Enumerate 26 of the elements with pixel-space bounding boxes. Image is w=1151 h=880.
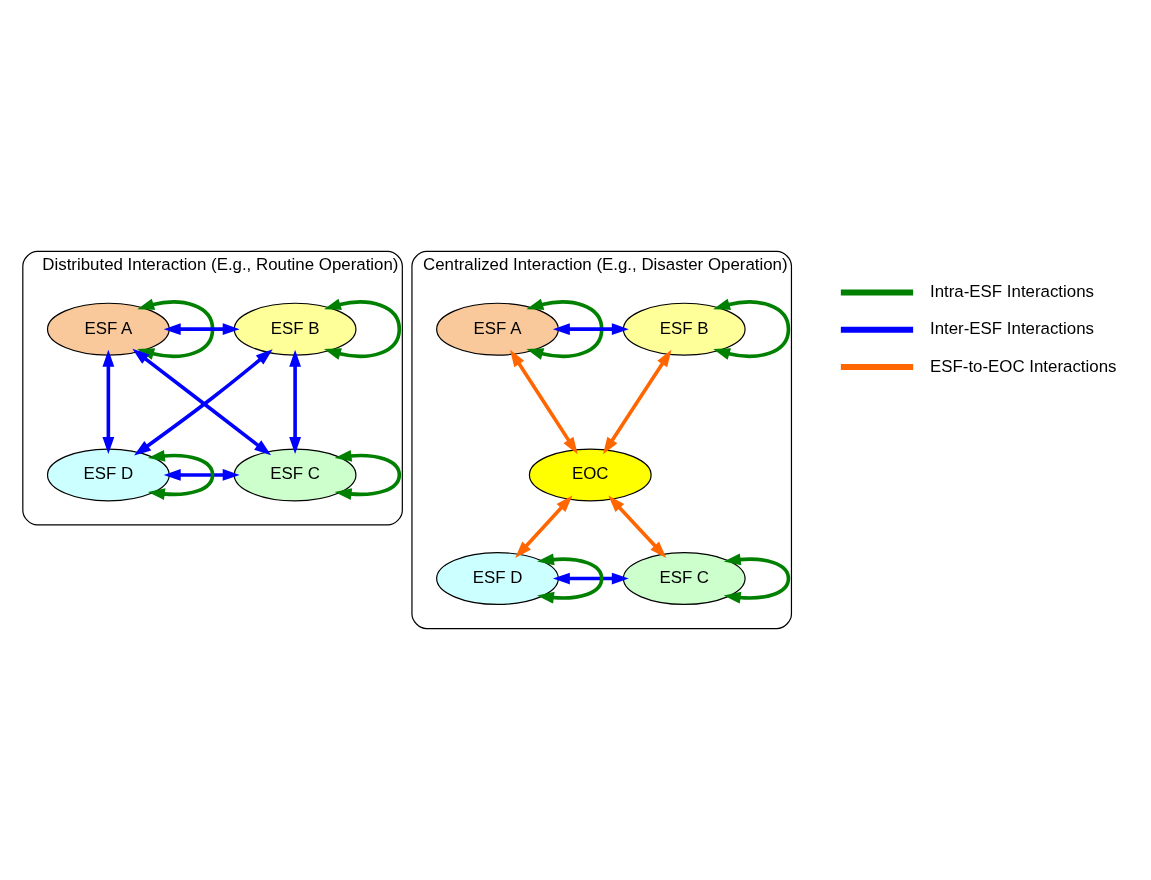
arrow xyxy=(510,349,578,455)
arrow xyxy=(537,553,604,604)
legend-label: ESF-to-EOC Interactions xyxy=(930,356,1117,376)
arrow xyxy=(608,495,667,558)
arrow xyxy=(723,553,791,604)
arrow xyxy=(552,572,629,585)
arrow xyxy=(289,349,301,455)
arrow xyxy=(163,323,240,336)
legend-label: Intra-ESF Interactions xyxy=(930,281,1094,301)
arrow xyxy=(603,349,672,455)
node-ellipse: ESF B xyxy=(622,302,746,356)
node-ellipse: ESF A xyxy=(436,302,559,356)
arrow xyxy=(163,469,240,481)
arrow xyxy=(552,323,629,336)
arrow xyxy=(526,298,604,360)
arrow xyxy=(324,298,402,360)
legend-label: Inter-ESF Interactions xyxy=(930,319,1094,339)
arrow xyxy=(515,495,573,558)
arrow xyxy=(102,349,115,455)
node-ellipse: ESF A xyxy=(46,302,170,356)
arrow xyxy=(137,298,215,360)
arrow xyxy=(147,449,215,500)
node-ellipse: EOC xyxy=(528,448,652,502)
node-ellipse: ESF B xyxy=(233,302,357,356)
arrow xyxy=(334,449,402,500)
arrow xyxy=(713,298,791,360)
